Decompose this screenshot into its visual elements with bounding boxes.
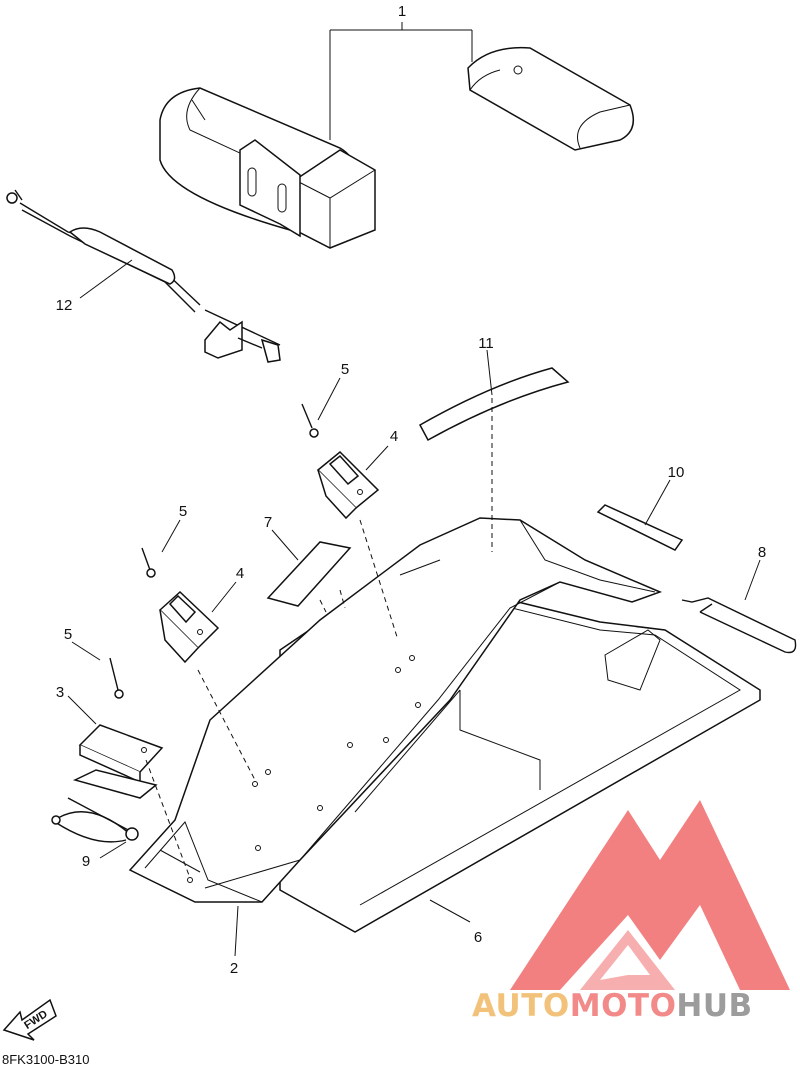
callout-2: 2 <box>230 960 238 977</box>
part-1-toolkit <box>159 46 635 249</box>
callout-9: 9 <box>82 853 90 870</box>
part-11-label <box>418 367 570 442</box>
callout-5-top: 5 <box>341 361 349 378</box>
callout-5-lower: 5 <box>64 626 72 643</box>
watermark-hub: HUB <box>676 988 752 1024</box>
leader-lines <box>67 22 761 957</box>
watermark-auto: AUTO <box>472 988 570 1024</box>
part-2-base-plate <box>128 517 663 903</box>
callout-3: 3 <box>56 684 64 701</box>
callout-5-mid: 5 <box>179 503 187 520</box>
diagram-code: 8FK3100-B310 <box>2 1052 89 1067</box>
part-12-cable <box>6 189 281 363</box>
callout-7: 7 <box>264 514 272 531</box>
callout-8: 8 <box>758 544 766 561</box>
part-8-lock-rod <box>681 597 797 654</box>
part-9-cable <box>51 797 139 843</box>
callout-10: 10 <box>668 464 685 481</box>
part-3-bracket <box>72 724 164 799</box>
part-7-label <box>266 541 352 607</box>
watermark-text: AUTOMOTOHUB <box>472 988 753 1024</box>
part-5-screw-b <box>109 657 124 699</box>
fwd-arrow: FWD <box>2 998 57 1041</box>
watermark-logo <box>510 800 790 990</box>
callout-11: 11 <box>478 335 494 352</box>
callout-4-mid: 4 <box>236 565 244 582</box>
watermark-moto: MOTO <box>570 988 677 1024</box>
callout-12: 12 <box>56 297 73 314</box>
part-4-clip-b <box>316 450 380 520</box>
part-4-clip-a <box>158 590 220 664</box>
part-5-screw-a <box>141 547 156 578</box>
part-5-screw-c <box>301 403 319 438</box>
callouts: 1 12 5 4 11 10 8 7 5 4 5 3 9 6 2 <box>56 3 767 977</box>
callout-1: 1 <box>398 3 406 20</box>
part-10-strip <box>596 504 684 551</box>
callout-6: 6 <box>474 929 482 946</box>
callout-4-top: 4 <box>390 428 398 445</box>
